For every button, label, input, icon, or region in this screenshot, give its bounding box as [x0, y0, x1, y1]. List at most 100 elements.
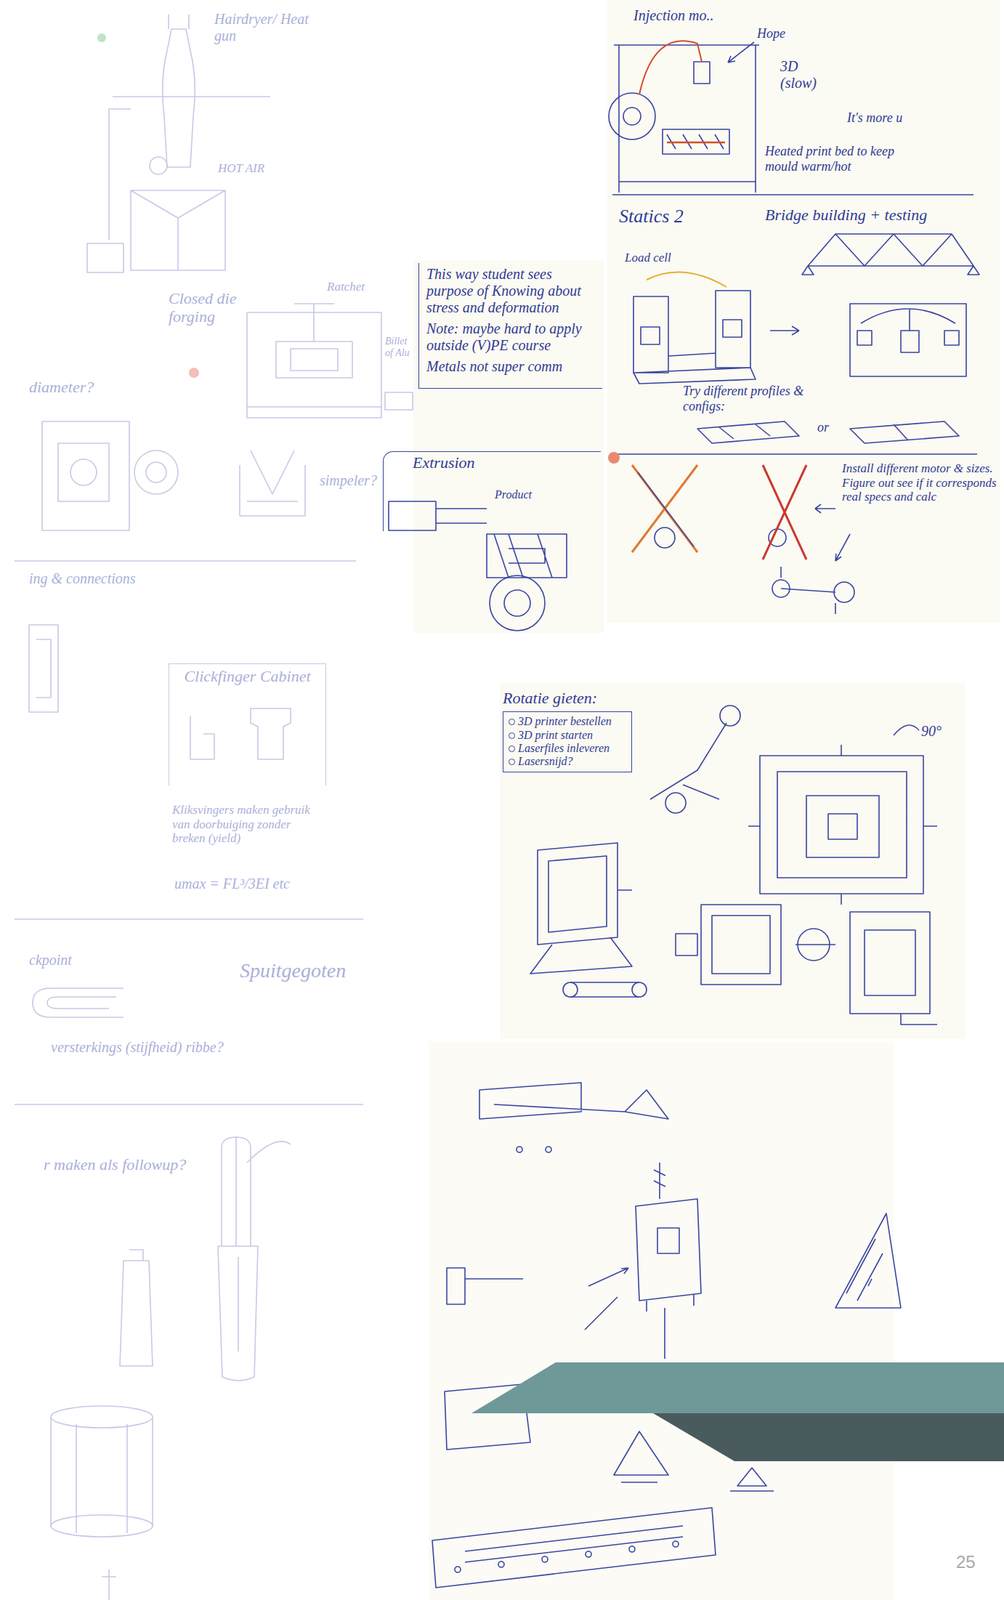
circle-sketch — [134, 450, 178, 495]
sketch-note: or — [817, 419, 840, 436]
crank-knob — [719, 705, 741, 726]
chain — [570, 982, 640, 997]
sketch-note: Product — [494, 488, 553, 502]
printer-frame — [613, 42, 760, 193]
note-text: This way student sees purpose of Knowing… — [426, 265, 598, 317]
spool-hub — [623, 107, 641, 125]
section-frame: Extrusion — [382, 451, 601, 532]
clickfinger-sketch — [190, 708, 291, 760]
todo-item: Laserfiles inleveren — [507, 741, 627, 755]
box-sketch — [130, 190, 226, 271]
beam-profile — [697, 421, 800, 444]
page-number: 25 — [956, 1551, 993, 1573]
note-text: Rotatie gieten: — [502, 688, 633, 707]
test-block-sketch — [446, 1162, 702, 1359]
prism-sketch — [835, 1213, 901, 1308]
power-box — [385, 392, 413, 410]
cage-sketch — [50, 1416, 153, 1533]
bridge-test-rig — [849, 303, 967, 377]
sketch-note: It's more u — [847, 110, 978, 126]
scissor-linkage — [637, 472, 694, 547]
gear — [797, 928, 830, 961]
todo-item: 3D print starten — [507, 728, 627, 742]
sprocket — [563, 982, 578, 997]
sketch-note: versterkings (stijfheid) ribbe? — [50, 1038, 255, 1056]
hole — [498, 1561, 505, 1568]
nested-frames — [748, 744, 938, 905]
scissor-linkage — [762, 464, 807, 560]
load-cell-rig — [633, 290, 756, 384]
hole — [672, 1540, 679, 1547]
load-block — [900, 330, 920, 353]
crank — [772, 579, 790, 598]
sketch-note: Hope — [756, 26, 801, 42]
hole — [541, 1556, 548, 1562]
note-text: Extrusion — [412, 453, 597, 472]
sketch-note: Billet of Alu — [385, 335, 418, 359]
nozzle — [693, 61, 710, 84]
circle-sketch — [146, 462, 167, 483]
die-front — [489, 575, 545, 631]
accent-band — [471, 1362, 1004, 1414]
sketch-note: Heated print bed to keep mould warm/hot — [764, 143, 918, 174]
filament-spool — [608, 92, 656, 140]
cage-bottom — [50, 1514, 153, 1537]
hole — [454, 1566, 461, 1573]
bridge-truss — [802, 233, 980, 275]
accent-band — [653, 1413, 1004, 1461]
sprocket — [632, 982, 647, 997]
sketch-note: Closed die forging — [168, 289, 242, 327]
display — [857, 330, 872, 346]
cage-top — [50, 1405, 153, 1428]
todo-list: 3D printer bestellen3D print startenLase… — [502, 711, 633, 773]
arrow — [815, 504, 850, 561]
paper-patch — [607, 0, 1000, 623]
todo-item: 3D printer bestellen — [507, 714, 627, 728]
rotation-frame — [530, 842, 633, 974]
sketch-note: diameter? — [29, 377, 117, 396]
bottle-sketch — [119, 1249, 153, 1366]
marker-dot — [188, 367, 200, 378]
scissor-linkage — [632, 464, 698, 553]
diameter-sketch — [42, 421, 130, 531]
heat-gun-sketch — [108, 14, 271, 240]
note-text: Metals not super comm — [426, 358, 598, 375]
extrusion-sketch — [388, 501, 567, 578]
die-sketch — [239, 450, 306, 516]
sketch-note: Spuitgegoten — [239, 958, 386, 983]
sketch-note: Injection mo.. — [633, 7, 779, 24]
display — [944, 330, 959, 346]
note-text: Clickfinger Cabinet — [175, 666, 320, 686]
motor — [654, 527, 675, 548]
divider-lines — [14, 560, 364, 1105]
rotation-arrow — [893, 725, 920, 736]
sketch-note: ckpoint — [29, 951, 117, 969]
snap-clip-sketch — [32, 988, 124, 1018]
mould-cavity — [666, 141, 726, 144]
motor-frames — [675, 904, 938, 1025]
note-text: Note: maybe hard to apply outside (V)PE … — [426, 320, 598, 354]
sketch-note: Bridge building + testing — [764, 205, 998, 224]
sketch-note: umax = FL³/3EI etc — [174, 875, 335, 893]
todo-box: Rotatie gieten: 3D printer bestellen3D pr… — [502, 688, 633, 774]
heated-mould — [662, 129, 730, 155]
sketch-note: r maken als followup? — [43, 1155, 189, 1174]
sketch-note: ing & connections — [29, 570, 189, 587]
faded-sketches — [14, 14, 413, 1600]
sketch-note: Statics 2 — [618, 205, 736, 228]
hole — [629, 1545, 635, 1552]
sketch-note: Load cell — [624, 250, 698, 266]
paper-patch — [413, 260, 604, 633]
sketch-note: simpeler? — [319, 472, 393, 489]
die-hole — [504, 589, 531, 617]
sketch-note: Install different motor & sizes. Figure … — [841, 461, 999, 505]
rail-sketch — [479, 1082, 669, 1119]
paper-patch — [499, 682, 965, 1039]
forging-press-sketch — [247, 303, 382, 418]
sketch-note: Hairdryer/ Heat gun — [214, 10, 309, 45]
heat-gun-mould-sketch — [217, 1136, 291, 1381]
hole — [516, 1146, 523, 1153]
circle-sketch — [70, 459, 97, 486]
